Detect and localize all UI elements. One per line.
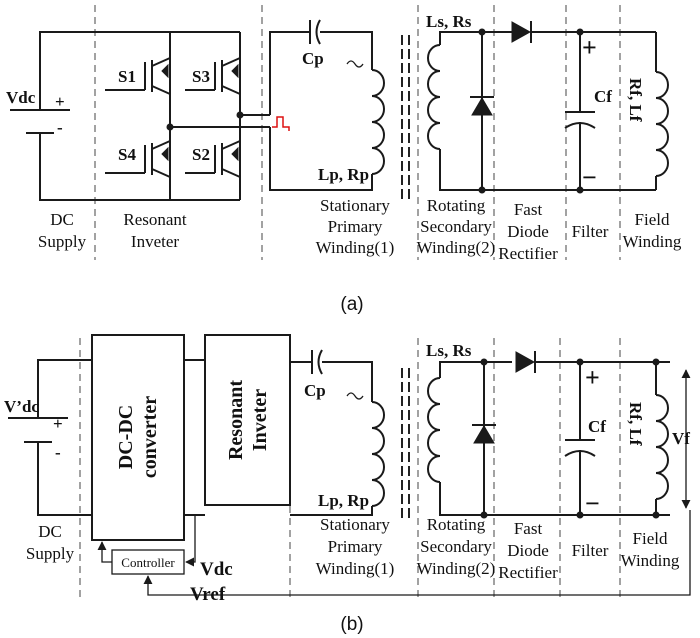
- section-label-field-1: Field: [635, 210, 670, 229]
- section-label-secondary-2: Secondary: [420, 217, 492, 236]
- dcdc-label-1: DC-DC: [115, 405, 137, 469]
- rf-label-b: Rf, Lf: [626, 402, 645, 446]
- section-label-b-field-1: Field: [633, 529, 668, 548]
- switch-label-s1: S1: [118, 67, 136, 86]
- section-label-rectifier-1: Fast: [514, 200, 543, 219]
- section-label-rectifier-3: Rectifier: [498, 244, 558, 263]
- section-label-b-dc-1: DC: [38, 522, 62, 541]
- source-plus-b: +: [53, 414, 63, 433]
- rectifier-a: [470, 21, 656, 194]
- switch-s3: [185, 57, 241, 95]
- section-label-b-primary-3: Winding(1): [316, 559, 395, 578]
- section-label-b-dc-2: Supply: [26, 544, 75, 563]
- filter-plus-b: +: [585, 363, 600, 392]
- section-label-field-2: Winding: [623, 232, 682, 251]
- switch-label-s3: S3: [192, 67, 210, 86]
- inverter-label-2: Inveter: [249, 389, 271, 451]
- dcdc-converter-label: DC-DC converter: [115, 396, 161, 478]
- section-label-b-primary-1: Stationary: [320, 515, 390, 534]
- transformer-core-a: [401, 35, 410, 200]
- section-dividers-a: [94, 5, 621, 260]
- dc-source-a: [0, 31, 170, 201]
- cf-label-b: Cf: [588, 417, 606, 436]
- rf-label-a: Rf, Lf: [626, 78, 645, 122]
- filter-minus-b: −: [585, 489, 600, 518]
- section-label-b-secondary-3: Winding(2): [417, 559, 496, 578]
- section-label-dc-supply-1: DC: [50, 210, 74, 229]
- filter-cap-b: [564, 358, 596, 519]
- filter-plus-a: +: [582, 33, 597, 62]
- rectifier-b: [472, 351, 670, 519]
- section-label-b-secondary-2: Secondary: [420, 537, 492, 556]
- transformer-core-b: [401, 368, 410, 520]
- source-label-b: V’dc: [4, 397, 39, 416]
- source-minus-b: -: [55, 443, 61, 462]
- section-label-b-secondary-1: Rotating: [427, 515, 486, 534]
- source-minus-a: -: [57, 118, 63, 137]
- dc-source-b: [8, 359, 92, 516]
- square-wave-icon: [272, 116, 290, 131]
- source-label-a: Vdc: [6, 88, 36, 107]
- cp-label-b: Cp: [304, 381, 326, 400]
- field-winding-a: [655, 32, 669, 190]
- section-label-inverter-1: Resonant: [123, 210, 187, 229]
- filter-cap-a: [564, 28, 596, 194]
- section-labels-b: DC Supply Stationary Primary Winding(1) …: [26, 515, 680, 582]
- vf-label-b: Vf: [672, 429, 690, 448]
- cp-label-a: Cp: [302, 49, 324, 68]
- section-label-b-rectifier-1: Fast: [514, 519, 543, 538]
- switch-s2: [185, 140, 241, 178]
- filter-minus-a: −: [582, 163, 597, 192]
- switch-s4: [105, 140, 171, 178]
- dcdc-converter-block: [91, 334, 185, 541]
- section-dividers-b: [79, 338, 621, 600]
- section-label-secondary-3: Winding(2): [417, 238, 496, 257]
- switch-s1: [105, 57, 171, 95]
- section-label-b-rectifier-3: Rectifier: [498, 563, 558, 582]
- dcdc-label-2: converter: [139, 396, 161, 478]
- switch-label-s4: S4: [118, 145, 136, 164]
- secondary-winding-b: [427, 361, 670, 516]
- section-label-primary-3: Winding(1): [316, 238, 395, 257]
- diagram-b: V’dc + - DC-DC converter Resonant Invete…: [4, 334, 691, 635]
- section-label-b-filter: Filter: [572, 541, 609, 560]
- source-plus-a: +: [55, 92, 65, 111]
- section-label-b-rectifier-2: Diode: [507, 541, 549, 560]
- section-label-dc-supply-2: Supply: [38, 232, 87, 251]
- field-winding-b: [652, 358, 669, 519]
- resonant-inverter-block: [204, 334, 291, 506]
- section-label-filter: Filter: [572, 222, 609, 241]
- section-labels-a: DC Supply Resonant Inveter Stationary Pr…: [38, 196, 682, 263]
- vdc-label-b: Vdc: [200, 559, 233, 580]
- primary-winding-a: [269, 19, 385, 191]
- inverter-label-1: Resonant: [225, 380, 247, 460]
- ls-label-a: Ls, Rs: [426, 12, 472, 31]
- cf-label-a: Cf: [594, 87, 612, 106]
- resonant-inverter-label: Resonant Inveter: [225, 380, 271, 460]
- secondary-winding-a: [427, 31, 656, 191]
- diagram-a: Vdc + -: [0, 5, 682, 315]
- primary-winding-b: [290, 349, 385, 516]
- vref-label-b: Vref: [190, 584, 226, 605]
- section-label-b-field-2: Winding: [621, 551, 680, 570]
- section-label-b-primary-2: Primary: [328, 537, 383, 556]
- caption-b: (b): [340, 614, 363, 635]
- section-label-inverter-2: Inveter: [131, 232, 179, 251]
- section-label-primary-2: Primary: [328, 217, 383, 236]
- lp-label-a: Lp, Rp: [318, 165, 369, 184]
- controller-label: Controller: [121, 555, 175, 570]
- section-label-secondary-1: Rotating: [427, 196, 486, 215]
- section-label-primary-1: Stationary: [320, 196, 390, 215]
- h-bridge-a: [166, 31, 270, 201]
- lp-label-b: Lp, Rp: [318, 491, 369, 510]
- switch-label-s2: S2: [192, 145, 210, 164]
- section-label-rectifier-2: Diode: [507, 222, 549, 241]
- ls-label-b: Ls, Rs: [426, 341, 472, 360]
- caption-a: (a): [340, 294, 363, 315]
